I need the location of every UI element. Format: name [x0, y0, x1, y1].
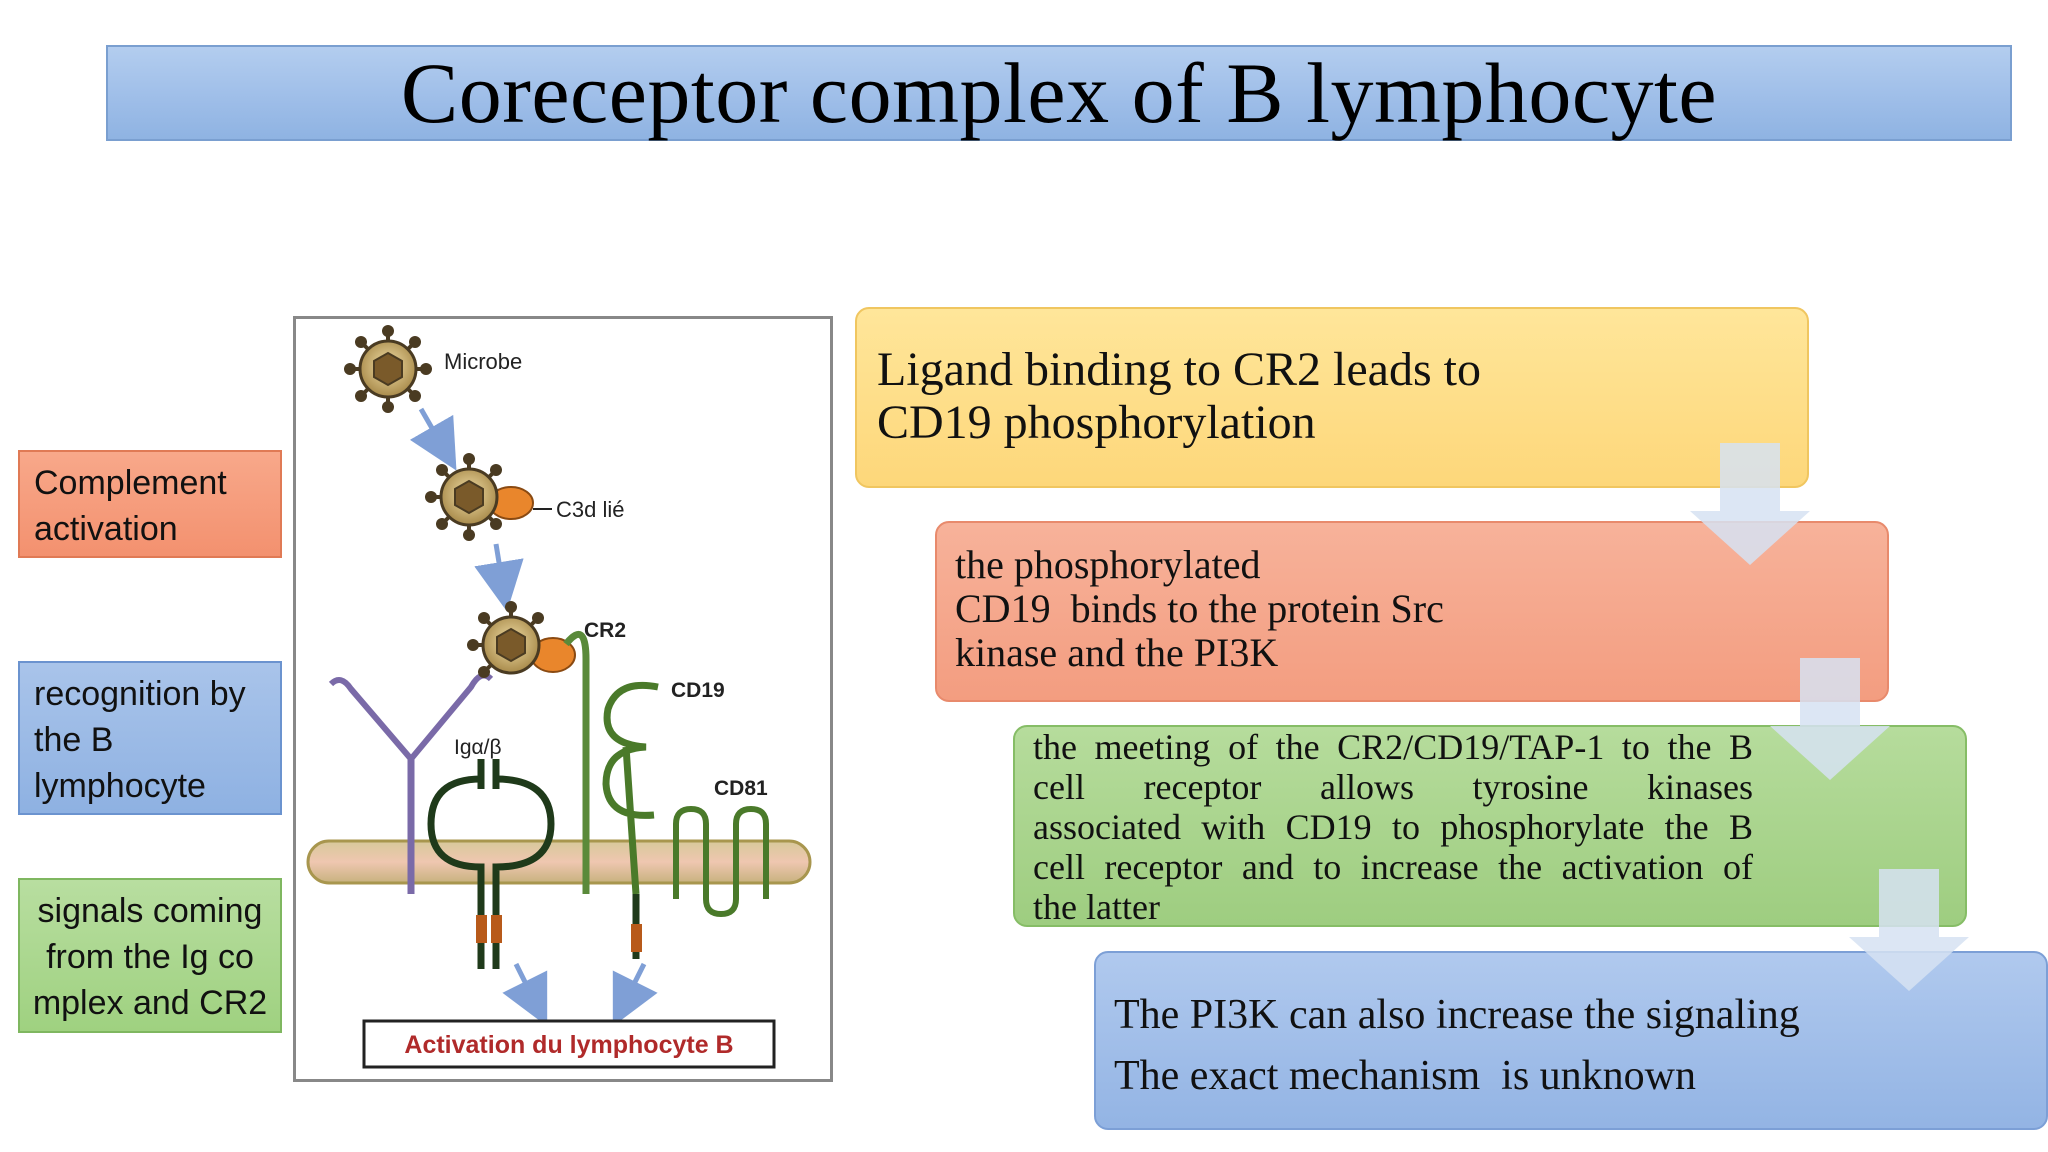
- label-line: Complement: [34, 464, 227, 502]
- itam-2: [491, 915, 502, 943]
- step-2-line: kinase and the PI3K: [955, 630, 1279, 675]
- microbe-cr2-icon: [467, 601, 576, 678]
- down-arrow-2-icon: [1770, 658, 1890, 780]
- step-2-box: the phosphorylated CD19 binds to the pro…: [935, 521, 1889, 702]
- step-3-line: the meeting of the CR2/CD19/TAP-1 to the…: [1033, 727, 1753, 767]
- step-2-line: the phosphorylated: [955, 542, 1261, 587]
- cd81-label: CD81: [714, 777, 768, 800]
- activation-label: Activation du lymphocyte B: [404, 1031, 733, 1059]
- label-line: the B: [34, 721, 114, 759]
- cr2-receptor: [563, 631, 590, 894]
- label-line: from the Ig co: [46, 938, 254, 976]
- label-line: signals coming: [37, 892, 263, 930]
- cell-membrane: [306, 839, 812, 885]
- down-arrow-3-icon: [1849, 869, 1969, 991]
- page-title: Coreceptor complex of B lymphocyte: [400, 45, 1718, 141]
- step-3-line: associated with CD19 to phosphorylate th…: [1033, 807, 1753, 847]
- cd19-label: CD19: [671, 679, 725, 702]
- iga-label: Igα/β: [454, 736, 502, 759]
- label-complement-activation: Complement activation: [18, 450, 282, 558]
- label-recognition: recognition by the B lymphocyte: [18, 661, 282, 815]
- down-arrow-1-icon: [1690, 443, 1810, 565]
- arrow-activation-right: [612, 962, 658, 1027]
- label-line: activation: [34, 510, 178, 548]
- cd19-receptor: [602, 681, 659, 895]
- label-line: mplex and CR2: [32, 984, 268, 1022]
- step-3-line: cell receptor and to increase the activa…: [1033, 847, 1753, 887]
- step-2-line: CD19 binds to the protein Src: [955, 586, 1444, 631]
- step-4-box: The PI3K can also increase the signaling…: [1094, 951, 2048, 1130]
- c3d-label: C3d lié: [556, 497, 624, 522]
- step-1-line: CD19 phosphorylation: [877, 396, 1316, 449]
- arrow-activation-left: [502, 962, 548, 1027]
- step-3-line: the latter: [1033, 887, 1160, 927]
- step-3-box: the meeting of the CR2/CD19/TAP-1 to the…: [1013, 725, 1967, 927]
- cd19-itam: [631, 924, 642, 952]
- activation-box: [362, 1019, 776, 1069]
- figure-svg: Microbe C3d lié: [306, 325, 812, 1069]
- step-4-line: The exact mechanism is unknown: [1114, 1053, 1697, 1099]
- itam-1: [476, 915, 487, 943]
- step-3-line: cell receptor allows tyrosine kinases: [1033, 767, 1753, 807]
- coreceptor-figure: Microbe C3d lié: [293, 316, 833, 1082]
- step-1-box: Ligand binding to CR2 leads to CD19 phos…: [855, 307, 1809, 488]
- cr2-label: CR2: [584, 619, 626, 642]
- arrow-1: [409, 407, 457, 471]
- cd81-receptor: [673, 805, 769, 918]
- microbe-label: Microbe: [444, 349, 522, 374]
- microbe-icon: [344, 325, 432, 413]
- label-line: recognition by: [34, 675, 246, 713]
- step-1-line: Ligand binding to CR2 leads to: [877, 343, 1481, 396]
- label-line: lymphocyte: [34, 767, 206, 805]
- arrow-2: [474, 543, 524, 612]
- title-bar: Coreceptor complex of B lymphocyte: [106, 45, 2012, 141]
- label-signals: signals coming from the Ig co mplex and …: [18, 878, 282, 1033]
- microbe-c3d-icon: [425, 453, 534, 541]
- step-4-line: The PI3K can also increase the signaling: [1114, 992, 1800, 1038]
